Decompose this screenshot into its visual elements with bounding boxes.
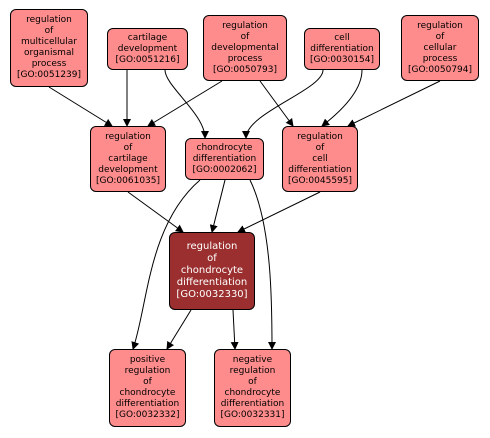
go-term-name-line: of xyxy=(143,377,152,387)
go-term-id: [GO:0050794] xyxy=(407,64,473,75)
edge-GO0061035-to-GO0032330 xyxy=(127,191,184,233)
go-term-name-line: cartilage xyxy=(108,153,148,164)
go-term-name-line: positive xyxy=(129,355,166,365)
go-term-id: [GO:0032330] xyxy=(176,289,248,300)
go-term-name-line: cell xyxy=(312,153,328,164)
go-term-name-line: organismal xyxy=(24,48,74,58)
go-term-name-line: of xyxy=(240,31,250,42)
edge-GO0030154-to-GO0002062 xyxy=(242,69,324,139)
edge-GO0045595-to-GO0032330 xyxy=(237,191,321,233)
go-term-name-line: chondrocyte xyxy=(224,388,281,398)
go-term-name-line: cell xyxy=(334,32,350,43)
edge-GO0050793-to-GO0061035 xyxy=(147,80,223,127)
go-term-name-line: cellular xyxy=(423,42,457,53)
edge-GO0002062-to-GO0032332 xyxy=(131,179,201,350)
edge-GO0051216-to-GO0002062 xyxy=(164,69,209,139)
go-term-name-line: regulation xyxy=(417,20,463,31)
go-term-id: [GO:0050793] xyxy=(212,64,278,75)
go-term-name-line: process xyxy=(422,53,458,64)
go-term-name-line: regulation xyxy=(124,366,171,376)
go-term-name-line: of xyxy=(123,142,133,153)
go-term-name-line: development xyxy=(98,164,158,175)
go-term-name-line: differentiation xyxy=(176,277,248,288)
go-term-name-line: process xyxy=(31,59,67,69)
go-term-name-line: chondrocyte xyxy=(196,142,253,153)
go-term-id: [GO:0051216] xyxy=(115,54,180,65)
go-term-name-line: of xyxy=(207,253,217,264)
edge-GO0050793-to-GO0045595 xyxy=(259,80,294,127)
go-term-name-line: regulation xyxy=(26,15,72,25)
go-term-name-line: differentiation xyxy=(192,153,257,164)
go-term-name-line: differentiation xyxy=(220,399,285,409)
go-term-id: [GO:0002062] xyxy=(192,164,257,175)
go-term-name-line: regulation xyxy=(186,241,238,252)
go-term-name-line: negative xyxy=(232,355,273,365)
go-term-name-line: of xyxy=(44,26,54,36)
go-term-name-line: multicellular xyxy=(21,37,77,47)
go-term-id: [GO:0061035] xyxy=(95,175,161,186)
go-term-id: [GO:0030154] xyxy=(309,54,375,65)
go-term-name-line: process xyxy=(227,53,263,64)
go-term-name-line: cartilage xyxy=(127,32,168,43)
go-term-name-line: development xyxy=(117,43,178,54)
go-term-name-line: of xyxy=(248,377,257,387)
edge-GO0050794-to-GO0045595 xyxy=(347,80,441,127)
edge-GO0002062-to-GO0032331 xyxy=(249,179,276,350)
go-term-name-line: regulation xyxy=(297,131,343,142)
go-term-id: [GO:0045595] xyxy=(287,175,353,186)
go-term-name-line: chondrocyte xyxy=(119,388,176,398)
go-term-name-line: of xyxy=(315,142,325,153)
go-term-name-line: regulation xyxy=(229,366,276,376)
go-term-name-line: regulation xyxy=(105,131,151,142)
go-term-name-line: regulation xyxy=(222,20,268,31)
edge-GO0030154-to-GO0045595 xyxy=(321,69,363,127)
go-term-name-line: differentiation xyxy=(310,43,374,54)
go-term-name-line: developmental xyxy=(211,42,279,53)
edge-GO0051239-to-GO0061035 xyxy=(48,86,113,127)
go-term-name-line: differentiation xyxy=(288,164,352,175)
go-term-name-line: differentiation xyxy=(115,399,180,409)
go-term-id: [GO:0032332] xyxy=(115,410,180,420)
go-term-id: [GO:0032331] xyxy=(220,410,285,420)
edge-GO0032330-to-GO0032331 xyxy=(230,309,239,350)
go-term-name-line: of xyxy=(435,31,445,42)
go-term-id: [GO:0051239] xyxy=(16,70,82,80)
edge-GO0002062-to-GO0032330 xyxy=(209,179,226,233)
go-term-name-line: chondrocyte xyxy=(180,265,244,276)
edge-GO0032330-to-GO0032332 xyxy=(166,309,192,350)
